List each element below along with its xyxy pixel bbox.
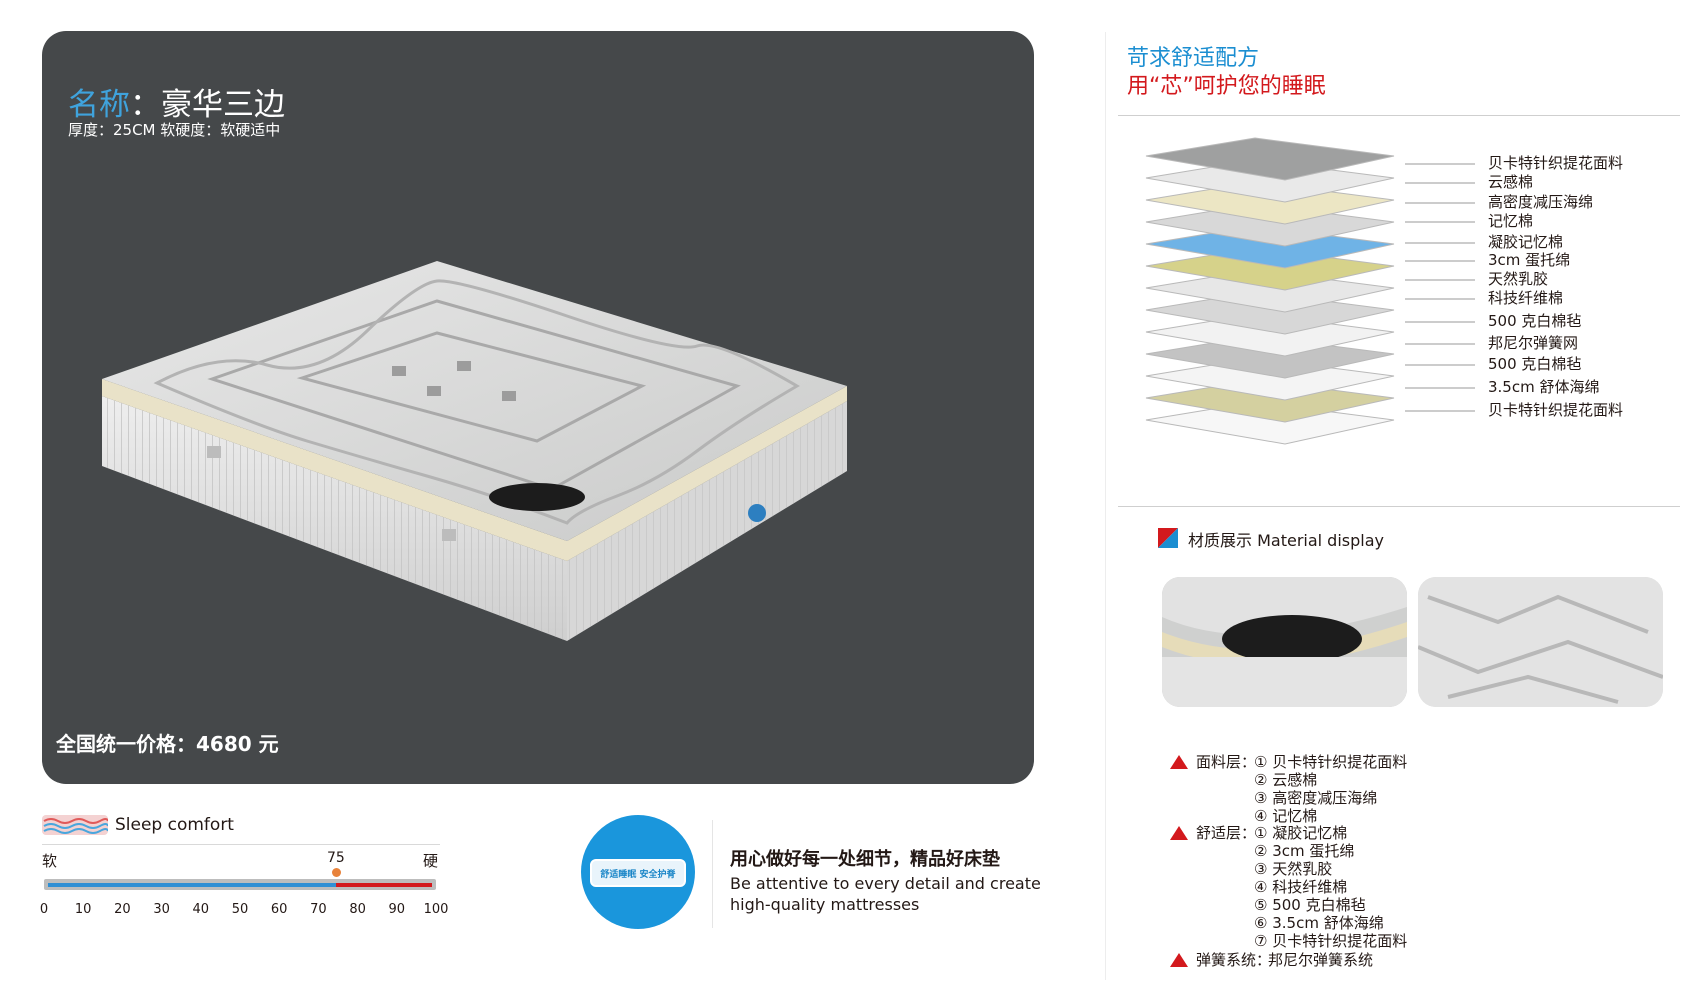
- layer-label: 3.5cm 舒体海绵: [1488, 378, 1600, 396]
- spec-item: ⑦ 贝卡特针织提花面料: [1254, 932, 1408, 950]
- layer-label: 高密度减压海绵: [1488, 193, 1594, 211]
- mattress-layers-image: [1145, 137, 1395, 445]
- mattress-image: [102, 261, 847, 641]
- slogan-chinese: 用心做好每一处细节，精品好床垫: [730, 849, 1000, 870]
- layer-label: 500 克白棉毡: [1488, 312, 1582, 330]
- spring-system-label: 弹簧系统：: [1196, 951, 1272, 969]
- scale-tick-label: 20: [114, 902, 131, 917]
- sleep-comfort-icon: [42, 815, 108, 835]
- layer-label: 3cm 蛋托绵: [1488, 251, 1571, 269]
- sleep-comfort-label: Sleep comfort: [115, 815, 234, 835]
- section-divider-top: [1118, 115, 1680, 116]
- slogan-english-line1: Be attentive to every detail and create: [730, 874, 1041, 893]
- scale-tick-label: 90: [388, 902, 406, 917]
- layer-label: 记忆棉: [1488, 212, 1534, 230]
- product-name: 名称：豪华三边: [68, 79, 285, 124]
- material-thumbnail-quilt: [1418, 577, 1663, 707]
- product-name-sep: ：: [130, 87, 161, 123]
- material-display-title: 材质展示 Material display: [1188, 531, 1384, 550]
- slogan-divider: [712, 820, 713, 928]
- spec-item: ② 3cm 蛋托绵: [1254, 842, 1355, 860]
- column-divider: [1105, 32, 1106, 980]
- mattress-layer-slab: [1145, 137, 1395, 181]
- product-price: 全国统一价格：4680 元: [56, 732, 279, 756]
- layer-leader-lines: [1405, 163, 1475, 412]
- scale-tick-label: 0: [39, 902, 49, 917]
- formula-subtitle: 用“芯”呵护您的睡眠: [1127, 74, 1326, 99]
- comfort-score-label: 75: [327, 850, 345, 866]
- spring-system-value: 邦尼尔弹簧系统: [1268, 951, 1374, 969]
- layer-label: 贝卡特针织提花面料: [1488, 154, 1624, 172]
- slogan-english-line2: high-quality mattresses: [730, 895, 920, 914]
- spec-item: ① 贝卡特针织提花面料: [1254, 753, 1408, 771]
- spec-item: ① 凝胶记忆棉: [1254, 824, 1348, 842]
- layer-label: 科技纤维棉: [1488, 289, 1564, 307]
- surface-layer-marker-icon: [1170, 755, 1188, 769]
- layer-label: 凝胶记忆棉: [1488, 233, 1564, 251]
- scale-tick-label: 70: [310, 902, 327, 917]
- formula-title: 苛求舒适配方: [1127, 46, 1260, 71]
- comfort-layer-label: 舒适层：: [1196, 824, 1257, 842]
- product-specs-line: 厚度：25CM 软硬度：软硬适中: [68, 121, 281, 139]
- comfort-divider: [42, 844, 440, 845]
- hard-label: 硬: [423, 852, 439, 870]
- comfort-layer-marker-icon: [1170, 826, 1188, 840]
- layer-label: 500 克白棉毡: [1488, 355, 1582, 373]
- spec-item: ⑤ 500 克白棉毡: [1254, 896, 1366, 914]
- spec-item: ③ 天然乳胶: [1254, 860, 1333, 878]
- spec-item: ⑥ 3.5cm 舒体海绵: [1254, 914, 1384, 932]
- spec-item: ③ 高密度减压海绵: [1254, 789, 1378, 807]
- scale-tick-label: 100: [423, 902, 449, 917]
- layer-label: 贝卡特针织提花面料: [1488, 401, 1624, 419]
- comfort-score-marker: [331, 868, 341, 877]
- scale-tick-label: 60: [270, 902, 288, 917]
- scale-tick-label: 40: [192, 902, 210, 917]
- product-hero-panel: 名称：豪华三边 厚度：25CM 软硬度：软硬适中: [42, 31, 1034, 784]
- soft-label: 软: [42, 852, 58, 870]
- material-thumbnail-edge: [1162, 577, 1407, 707]
- scale-tick-label: 30: [153, 902, 170, 917]
- scale-tick-label: 80: [349, 902, 366, 917]
- comfort-bar-soft-fill: [48, 883, 336, 887]
- layer-label: 天然乳胶: [1488, 270, 1549, 288]
- comfort-scale-ticks: 0 10 20 30 40 50 60 70 80 90 100: [40, 902, 449, 918]
- section-divider-bottom: [1118, 506, 1680, 507]
- comfort-badge: 舒适睡眠 安全护脊: [581, 815, 695, 929]
- comfort-bar-hard-fill: [336, 883, 432, 887]
- badge-text: 舒适睡眠 安全护脊: [600, 870, 676, 880]
- scale-tick-label: 10: [74, 902, 92, 917]
- badge-chip: 舒适睡眠 安全护脊: [590, 859, 686, 887]
- spec-item: ④ 记忆棉: [1254, 807, 1318, 825]
- spec-item: ② 云感棉: [1254, 771, 1318, 789]
- product-name-value: 豪华三边: [161, 87, 285, 123]
- scale-tick-label: 50: [231, 902, 249, 917]
- surface-layer-label: 面料层：: [1196, 753, 1257, 771]
- spec-item: ④ 科技纤维棉: [1254, 878, 1348, 896]
- product-name-key: 名称: [68, 87, 130, 123]
- layer-label: 云感棉: [1488, 173, 1534, 191]
- spring-system-marker-icon: [1170, 953, 1188, 967]
- layer-label: 邦尼尔弹簧网: [1488, 334, 1579, 352]
- material-display-icon: [1158, 528, 1178, 548]
